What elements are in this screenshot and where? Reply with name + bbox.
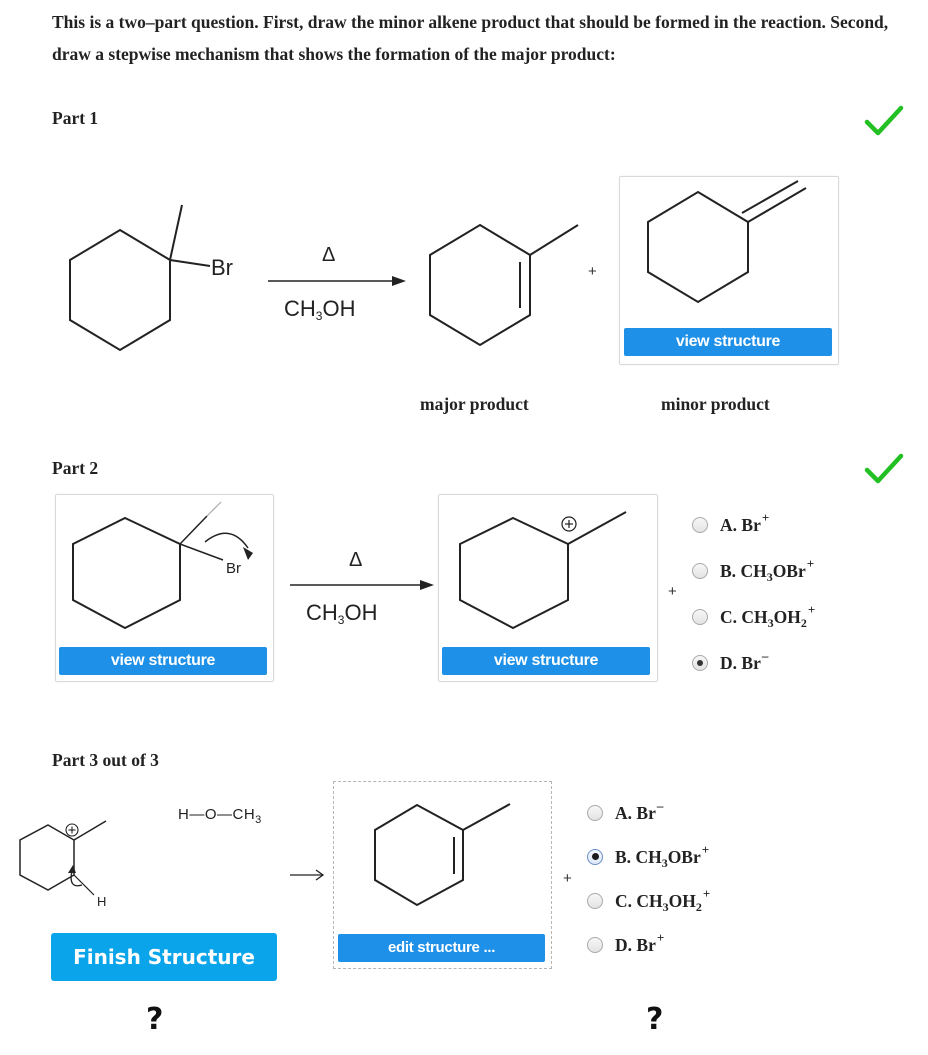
question-mark-left: ? [146,1002,164,1037]
curved-arrow-icon [70,870,83,887]
part3-carbocation-structure [19,820,107,896]
part2-option-a[interactable]: A. Br+ [692,510,815,539]
finish-structure-button[interactable]: Finish Structure [51,933,277,981]
radio-icon[interactable] [587,892,603,909]
major-product-structure [429,223,579,347]
radio-icon[interactable] [587,804,603,821]
radio-icon[interactable] [692,562,708,579]
edit-structure-button[interactable]: edit structure ... [338,934,545,962]
check-icon [864,105,904,136]
radio-icon[interactable] [587,936,603,953]
part3-reagent: H—O—CH3 [178,806,262,826]
radio-icon-selected[interactable] [587,848,603,865]
part1-arrow-top: Δ [322,244,336,266]
part2-carbocation-structure [459,511,627,630]
part2-option-c[interactable]: C. CH3OH2+ [692,602,815,631]
major-product-label: major product [420,394,529,414]
part3-option-c[interactable]: C. CH3OH2+ [587,886,710,915]
part3-h-label: H [97,894,107,909]
reaction-arrow-icon [290,580,434,590]
part2-options: A. Br+ B. CH3OBr+ C. CH3OH2+ D. Br– [692,510,815,677]
question-mark-right: ? [646,1002,664,1037]
question-text: This is a two–part question. First, draw… [52,12,889,64]
radio-icon[interactable] [692,516,708,533]
part2-reactant-structure [72,501,253,630]
radio-icon[interactable] [692,608,708,625]
part2-option-d[interactable]: D. Br– [692,648,815,677]
reaction-arrow-icon [290,869,325,881]
minor-product-label: minor product [661,394,770,414]
part2-arrow-bottom: CH3OH [306,600,378,627]
part2-arrow-top: Δ [349,549,363,571]
reactant-br-label: Br [211,255,233,280]
curved-arrow-icon [204,532,249,549]
part1-arrow-bottom: CH3OH [284,296,356,323]
part1-plus: + [588,263,597,280]
check-icon [864,453,904,484]
part2-title: Part 2 [52,458,99,478]
part2-br-label: Br [226,560,241,577]
reactant-structure [69,204,211,352]
minor-view-structure-button[interactable]: view structure [624,328,832,356]
minor-product-structure [647,180,807,304]
part3-option-d[interactable]: D. Br+ [587,930,710,959]
part2-left-view-structure-button[interactable]: view structure [59,647,267,675]
reaction-arrow-icon [268,276,406,286]
part3-title: Part 3 out of 3 [52,750,159,770]
part3-option-a[interactable]: A. Br– [587,798,710,827]
part3-options: A. Br– B. CH3OBr+ C. CH3OH2+ D. Br+ [587,798,710,959]
radio-icon-selected[interactable] [692,654,708,671]
part2-plus: + [668,583,677,600]
part3-product-structure [374,803,511,907]
part1-title: Part 1 [52,108,99,128]
part2-right-view-structure-button[interactable]: view structure [442,647,650,675]
part3-option-b[interactable]: B. CH3OBr+ [587,842,710,871]
part3-plus: + [563,870,572,887]
part2-option-b[interactable]: B. CH3OBr+ [692,556,815,585]
